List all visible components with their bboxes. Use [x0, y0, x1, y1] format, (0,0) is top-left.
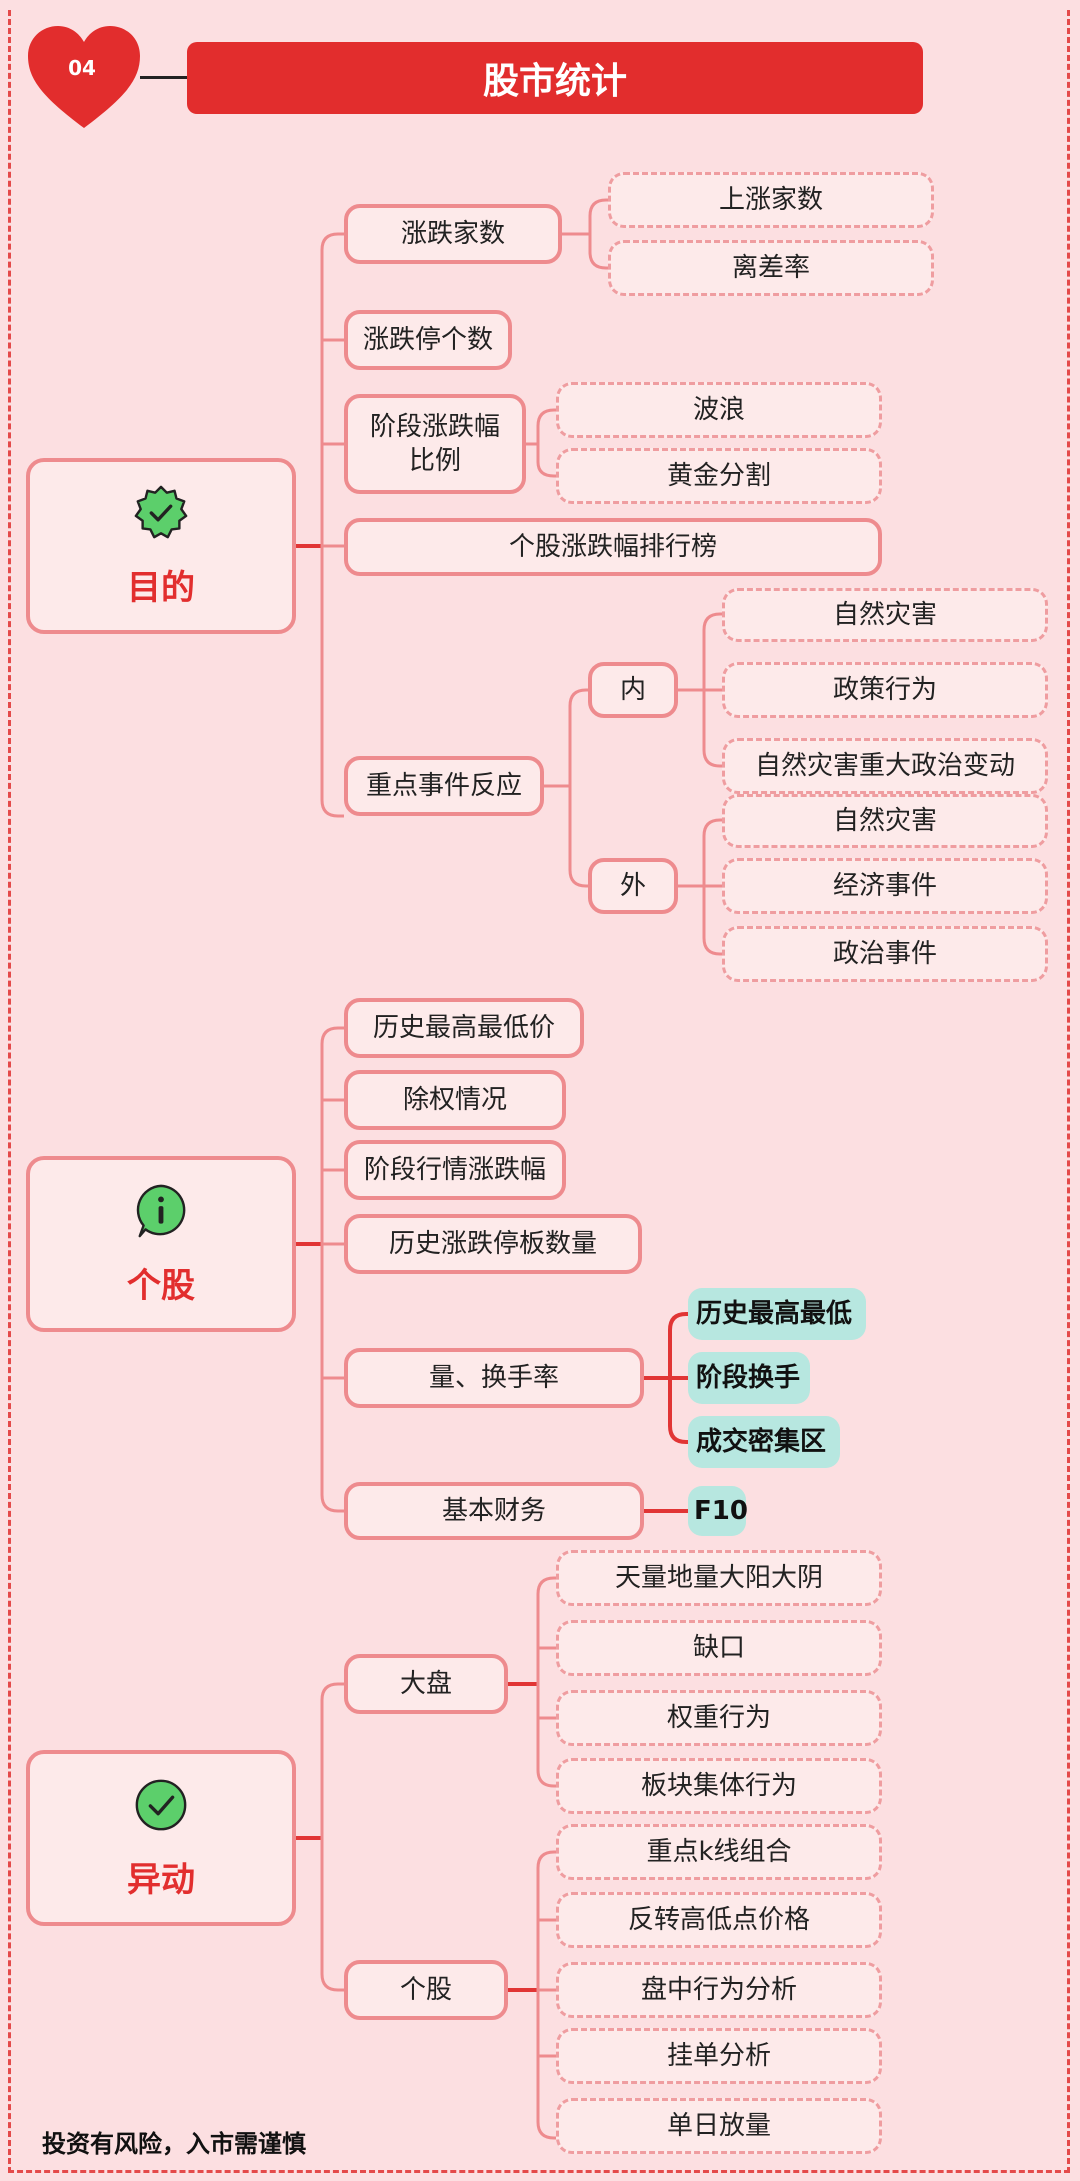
- node-key-candle-combo[interactable]: 重点k线组合: [556, 1824, 882, 1880]
- header-connector: [140, 76, 187, 79]
- node-basic-finance[interactable]: 基本财务: [344, 1482, 644, 1540]
- node-hist-high-low-price[interactable]: 历史最高最低价: [344, 998, 584, 1058]
- node-hist-high-low[interactable]: 历史最高最低: [688, 1288, 866, 1340]
- main-node-abnormal[interactable]: 异动: [26, 1750, 296, 1926]
- node-ex-rights[interactable]: 除权情况: [344, 1070, 566, 1130]
- risk-disclaimer: 投资有风险，入市需谨慎: [42, 2130, 306, 2158]
- node-rising-count[interactable]: 上涨家数: [608, 172, 934, 228]
- node-stage-change[interactable]: 阶段行情涨跌幅: [344, 1140, 566, 1200]
- node-stage-turnover[interactable]: 阶段换手: [688, 1352, 810, 1404]
- node-updown-count[interactable]: 涨跌家数: [344, 204, 562, 264]
- node-f10[interactable]: F10: [688, 1486, 748, 1536]
- node-volume-turnover[interactable]: 量、换手率: [344, 1348, 644, 1408]
- node-order-analysis[interactable]: 挂单分析: [556, 2028, 882, 2084]
- node-stock-ranking[interactable]: 个股涨跌幅排行榜: [344, 518, 882, 576]
- node-stage-ratio-line1: 阶段涨跌幅: [369, 412, 500, 442]
- page-frame: [8, 10, 1070, 2173]
- node-stage-ratio[interactable]: 阶段涨跌幅 比例: [344, 394, 526, 494]
- main-node-label: 异动: [127, 1859, 195, 1900]
- node-market[interactable]: 大盘: [344, 1654, 508, 1714]
- node-intraday-behavior[interactable]: 盘中行为分析: [556, 1962, 882, 2018]
- node-internal-disaster[interactable]: 自然灾害: [722, 588, 1048, 642]
- main-node-purpose[interactable]: 目的: [26, 458, 296, 634]
- node-external-economic[interactable]: 经济事件: [722, 858, 1048, 914]
- node-internal-policy[interactable]: 政策行为: [722, 662, 1048, 718]
- node-dispersion-rate[interactable]: 离差率: [608, 240, 934, 296]
- node-internal-major-change[interactable]: 自然灾害重大政治变动: [722, 738, 1048, 794]
- info-icon: [136, 1184, 186, 1237]
- node-stage-ratio-line2: 比例: [408, 446, 461, 476]
- page-title: 股市统计: [187, 42, 923, 114]
- node-external[interactable]: 外: [588, 858, 678, 914]
- node-reversal-price[interactable]: 反转高低点价格: [556, 1892, 882, 1948]
- node-abnormal-stock[interactable]: 个股: [344, 1960, 508, 2020]
- node-internal[interactable]: 内: [588, 662, 678, 718]
- node-wave[interactable]: 波浪: [556, 382, 882, 438]
- node-single-day-volume[interactable]: 单日放量: [556, 2098, 882, 2154]
- main-node-stock[interactable]: 个股: [26, 1156, 296, 1332]
- node-event-reaction[interactable]: 重点事件反应: [344, 756, 544, 816]
- verified-badge-icon: [134, 485, 188, 538]
- main-node-label: 目的: [127, 567, 195, 608]
- node-external-disaster[interactable]: 自然灾害: [722, 794, 1048, 848]
- main-node-label: 个股: [127, 1265, 195, 1306]
- node-golden-section[interactable]: 黄金分割: [556, 448, 882, 504]
- node-heavyweight-behavior[interactable]: 权重行为: [556, 1690, 882, 1746]
- node-limit-count[interactable]: 涨跌停个数: [344, 310, 512, 370]
- node-huge-volume-candles[interactable]: 天量地量大阳大阴: [556, 1550, 882, 1606]
- heart-icon: [28, 26, 140, 128]
- node-external-political[interactable]: 政治事件: [722, 926, 1048, 982]
- node-dense-trading-zone[interactable]: 成交密集区: [688, 1416, 840, 1468]
- section-number: 04: [68, 56, 96, 80]
- check-circle-icon: [135, 1779, 187, 1830]
- node-sector-behavior[interactable]: 板块集体行为: [556, 1758, 882, 1814]
- node-gap[interactable]: 缺口: [556, 1620, 882, 1676]
- node-hist-limit-boards[interactable]: 历史涨跌停板数量: [344, 1214, 642, 1274]
